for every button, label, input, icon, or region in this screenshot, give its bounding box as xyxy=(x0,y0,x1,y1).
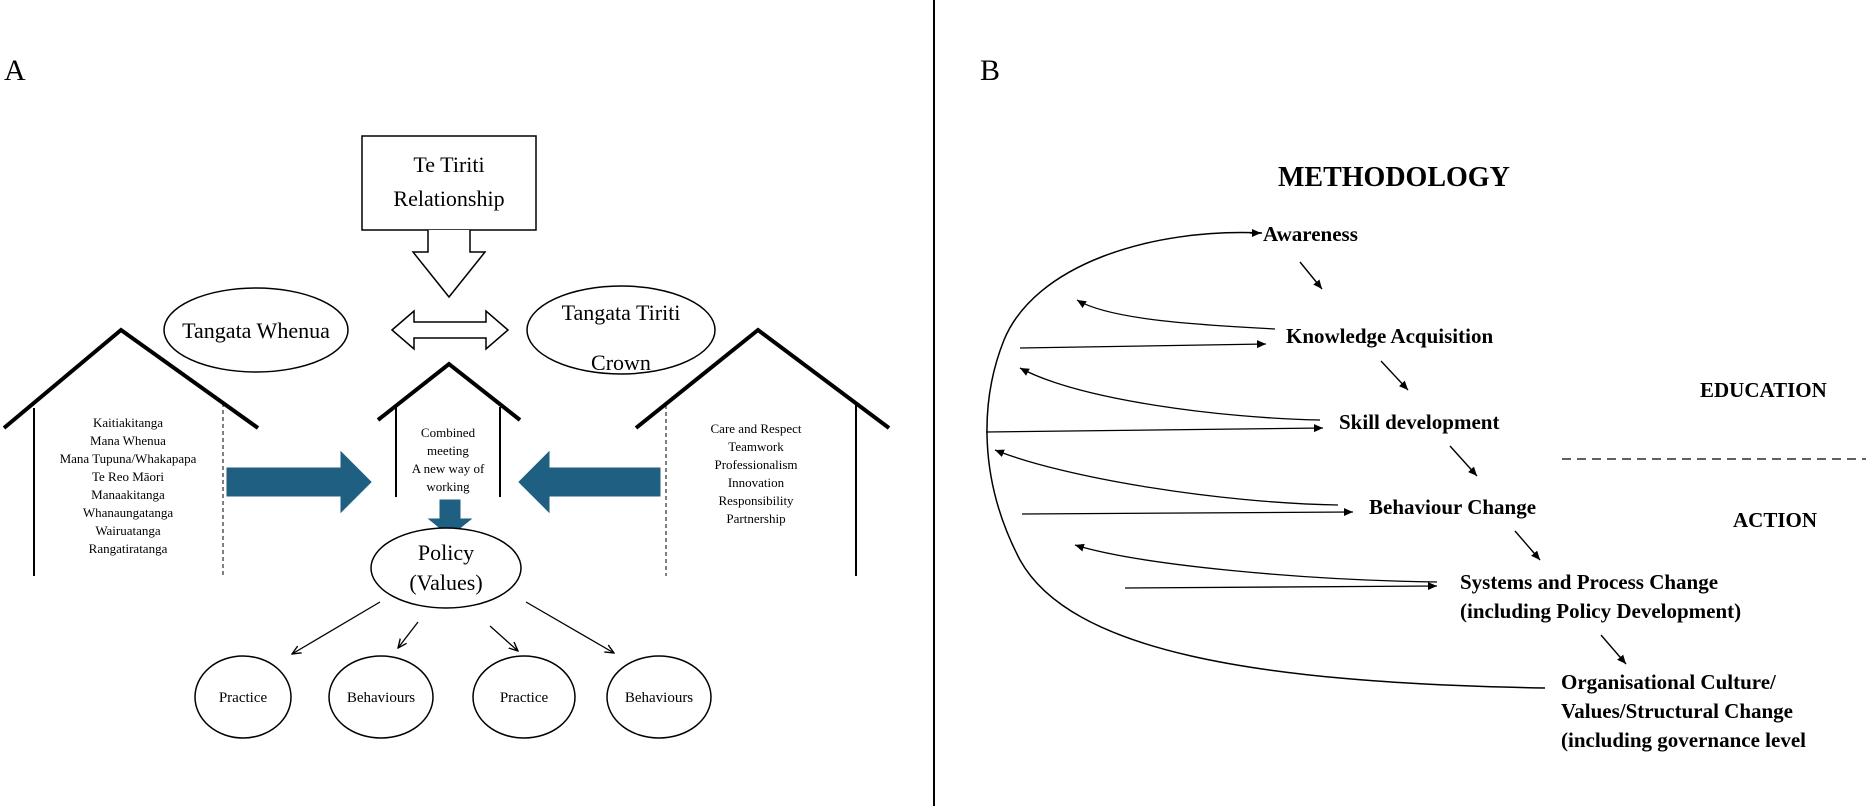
tiriti-line1: Te Tiriti xyxy=(413,152,484,177)
down-blue-arrow xyxy=(427,499,473,537)
right-blue-arrow xyxy=(518,450,661,514)
left-value: Mana Tupuna/Whakapapa xyxy=(60,451,197,466)
outcome-label: Practice xyxy=(219,690,268,706)
right-house xyxy=(634,327,891,576)
tangata-whenua-label: Tangata Whenua xyxy=(182,318,330,343)
center-line2: meeting xyxy=(427,443,469,458)
methodology-curve xyxy=(986,231,1546,689)
right-value: Responsibility xyxy=(718,493,794,508)
center-line1: Combined xyxy=(421,425,476,440)
step-arrow xyxy=(1380,360,1409,391)
step-culture-3: (including governance level xyxy=(1561,728,1806,752)
left-value: Whanaungatanga xyxy=(83,505,173,520)
left-value: Rangatiratanga xyxy=(89,541,168,556)
education-label: EDUCATION xyxy=(1700,378,1827,402)
outcome-label: Practice xyxy=(500,690,549,706)
left-value: Kaitiakitanga xyxy=(93,415,163,430)
left-value: Wairuatanga xyxy=(95,523,161,538)
feedback-arrow xyxy=(1076,299,1276,330)
step-arrow xyxy=(1449,445,1478,477)
left-blue-arrow xyxy=(226,450,372,514)
step-systems-sub: (including Policy Development) xyxy=(1460,599,1741,623)
outcome-label: Behaviours xyxy=(347,690,415,706)
return-arrow xyxy=(1021,508,1354,517)
outcome-ellipse xyxy=(606,655,712,739)
center-line4: working xyxy=(426,479,470,494)
outcome-ellipse xyxy=(328,655,434,739)
tiriti-box xyxy=(361,135,537,231)
feedback-arrow xyxy=(1019,367,1321,421)
step-culture-2: Values/Structural Change xyxy=(1561,699,1793,723)
right-value: Teamwork xyxy=(728,439,784,454)
tangata-tiriti-ellipse xyxy=(526,285,716,375)
step-arrow xyxy=(1600,634,1627,665)
branch-arrow xyxy=(398,621,419,648)
panel-a-label: A xyxy=(4,54,26,87)
feedback-arrow xyxy=(1074,543,1438,583)
branch-arrow xyxy=(292,601,381,654)
policy-line2: (Values) xyxy=(409,570,482,595)
outcome-ellipse xyxy=(194,655,292,739)
tiriti-line2: Relationship xyxy=(393,186,504,211)
left-value: Te Reo Māori xyxy=(92,469,164,484)
step-skill: Skill development xyxy=(1339,410,1499,434)
return-arrow xyxy=(1019,340,1267,349)
return-arrow xyxy=(985,424,1324,433)
outcome-label: Behaviours xyxy=(625,690,693,706)
step-behaviour: Behaviour Change xyxy=(1369,495,1536,519)
tangata-tiriti-line2: Crown xyxy=(591,350,651,375)
branch-arrow xyxy=(525,601,614,653)
step-awareness: Awareness xyxy=(1263,222,1358,246)
step-knowledge: Knowledge Acquisition xyxy=(1286,324,1493,348)
center-line3: A new way of xyxy=(412,461,485,476)
panel-b-label: B xyxy=(980,54,1000,87)
methodology-title: METHODOLOGY xyxy=(1278,162,1510,193)
right-value: Partnership xyxy=(726,511,785,526)
left-value: Manaakitanga xyxy=(91,487,165,502)
step-arrow xyxy=(1514,530,1541,561)
step-systems: Systems and Process Change xyxy=(1460,570,1718,594)
return-arrow xyxy=(1124,582,1438,591)
double-arrow xyxy=(390,309,510,351)
left-value: Mana Whenua xyxy=(90,433,166,448)
right-value: Professionalism xyxy=(714,457,797,472)
right-value: Innovation xyxy=(728,475,785,490)
outcome-ellipse xyxy=(472,655,576,739)
step-arrow xyxy=(1299,261,1323,290)
policy-ellipse xyxy=(370,527,522,609)
tangata-tiriti-line1: Tangata Tiriti xyxy=(562,300,681,325)
step-culture: Organisational Culture/ xyxy=(1561,670,1777,694)
tiriti-down-arrow xyxy=(411,230,487,299)
policy-line1: Policy xyxy=(418,540,474,565)
right-value: Care and Respect xyxy=(711,421,802,436)
action-label: ACTION xyxy=(1733,508,1817,532)
left-house-values: Kaitiakitanga Mana Whenua Mana Tupuna/Wh… xyxy=(60,415,197,556)
feedback-arrow xyxy=(994,449,1339,506)
branch-arrow xyxy=(489,625,518,651)
right-house-values: Care and Respect Teamwork Professionalis… xyxy=(711,421,802,526)
left-house xyxy=(2,327,260,576)
tangata-whenua-ellipse xyxy=(163,287,349,373)
center-house xyxy=(376,361,522,497)
